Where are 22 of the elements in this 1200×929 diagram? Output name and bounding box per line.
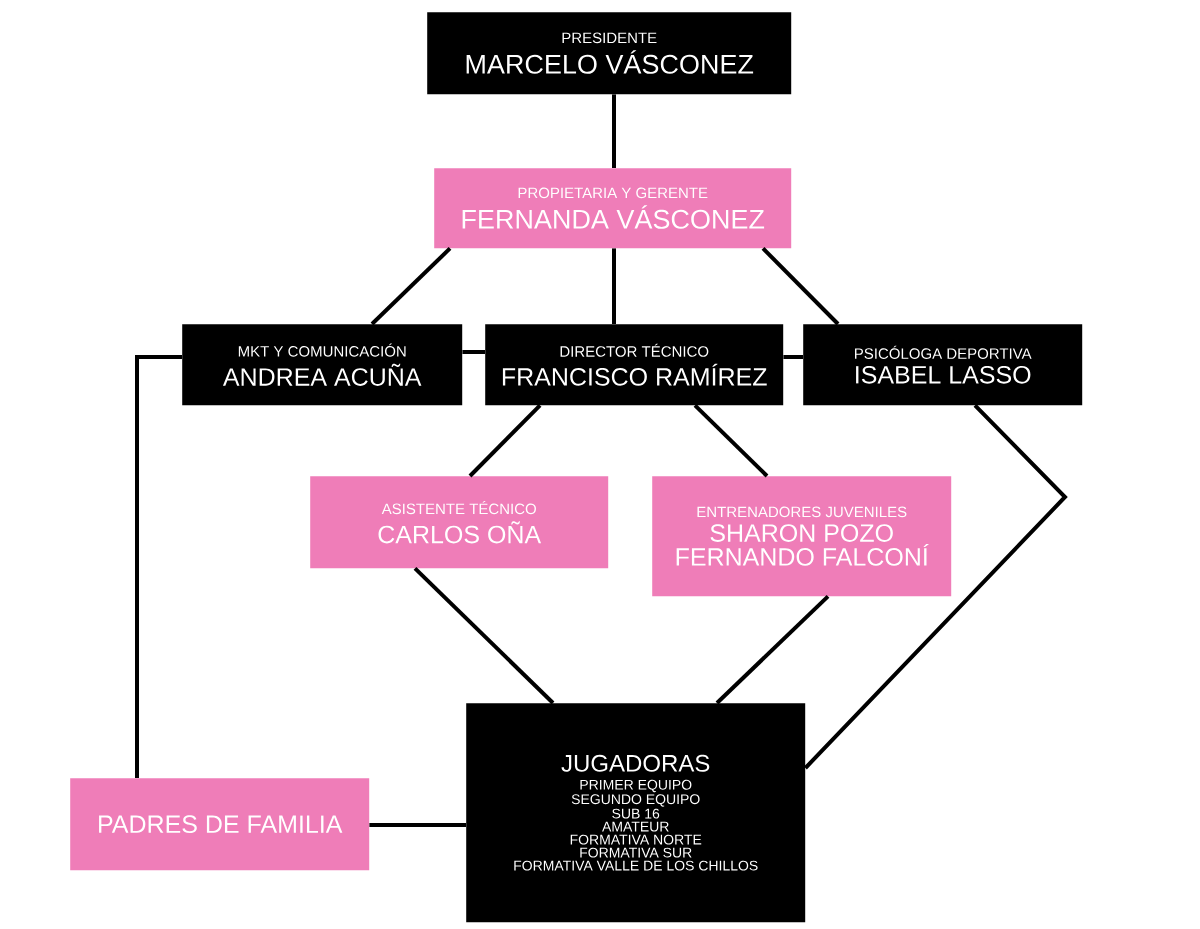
org-chart-box: JUGADORAS PRIMER EQUIPO SEGUNDO EQUIPO SUB 16 AMATEUR FORMATIVA NORTE FORMATIVA SUR FORMATIVA VALLE DE LOS CHILLOS [466, 703, 806, 923]
org-chart-box: ASISTENTE TÉCNICO CARLOS OÑA [310, 476, 609, 569]
org-chart-box: MKT Y COMUNICACIÓN ANDREA ACUÑA [182, 324, 463, 406]
connector-line [462, 350, 485, 354]
connector-line [612, 94, 616, 168]
org-chart-box: PROPIETARIA Y GERENTE FERNANDA VÁSCONEZ [434, 168, 792, 249]
connector-line [761, 247, 840, 326]
connector-line [803, 404, 1068, 770]
org-chart-box: PRESIDENTE MARCELO VÁSCONEZ [427, 12, 792, 95]
org-chart-box: PSICÓLOGA DEPORTIVA ISABEL LASSO [803, 324, 1083, 406]
org-chart-box: ENTRENADORES JUVENILES SHARON POZO FERNANDO FALCONÍ [652, 476, 952, 597]
connector-line [468, 404, 542, 478]
connector-line [413, 566, 555, 705]
org-chart-box: DIRECTOR TÉCNICO FRANCISCO RAMÍREZ [485, 324, 784, 406]
connector-line [693, 403, 769, 478]
connector-line [783, 355, 803, 359]
org-chart-box: PADRES DE FAMILIA [70, 778, 370, 871]
connector-line [612, 248, 616, 324]
connector-line [370, 246, 452, 326]
connector-line [369, 823, 466, 827]
connector-line [715, 594, 830, 705]
connector-line [135, 355, 182, 778]
